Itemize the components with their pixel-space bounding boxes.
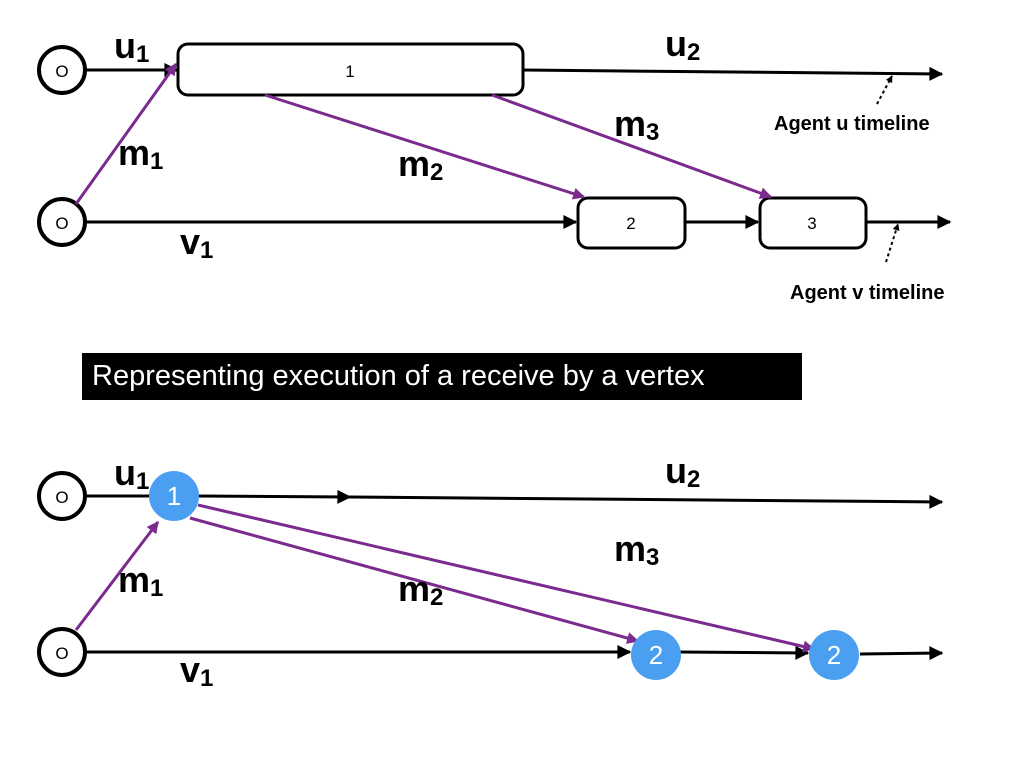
origin-u-bottom-label: O: [55, 488, 68, 507]
message-m1-bottom: [74, 521, 160, 631]
v-between-segment-bottom: [679, 645, 810, 660]
message-m2-top: [264, 93, 586, 200]
vertex-3-label: 2: [827, 640, 841, 670]
vertex-2: [631, 630, 681, 680]
origin-u-top-label: O: [55, 62, 68, 81]
label-m2-top: m2: [398, 143, 443, 186]
label-v1-top: v1: [180, 221, 213, 264]
vertex-3: [809, 630, 859, 680]
u2-segment-bottom-a: [197, 489, 352, 504]
message-m2-bottom: [189, 516, 640, 644]
label-u2-top: u2: [665, 23, 700, 66]
vertex-2-label: 2: [649, 640, 663, 670]
message-m1-top: [74, 63, 178, 205]
agent-v-timeline-note: Agent v timeline: [790, 282, 944, 304]
label-m1-bottom: m1: [118, 559, 163, 602]
origin-v-top-label: O: [55, 214, 68, 233]
label-m2-bottom: m2: [398, 568, 443, 611]
label-m3-bottom: m3: [614, 528, 659, 571]
message-m3-bottom: [197, 503, 816, 653]
agent-v-pointer: [885, 223, 900, 263]
bottom-diagram: O O 1 2 2 u1 u2 m1 m2 m3 v1: [37, 450, 944, 692]
event-box-1: [176, 42, 525, 97]
event-box-2-label: 2: [626, 214, 635, 233]
event-box-3-label: 3: [807, 214, 816, 233]
vertex-1: [149, 471, 199, 521]
agent-u-timeline-note: Agent u timeline: [774, 113, 930, 135]
label-m3-top: m3: [614, 103, 659, 146]
caption-banner: Representing execution of a receive by a…: [82, 353, 802, 400]
label-u1-top: u1: [114, 25, 149, 68]
origin-v-bottom-label: O: [55, 644, 68, 663]
label-u1-bottom: u1: [114, 452, 149, 495]
top-diagram: O O 1 2 3 u1 u2 m1 m2 m3 v1 Agent u time…: [37, 23, 952, 304]
u2-segment-bottom-b: [349, 494, 944, 509]
label-v1-bottom: v1: [180, 649, 213, 692]
event-box-1-label: 1: [345, 62, 354, 81]
label-m1-top: m1: [118, 132, 163, 175]
agent-u-pointer: [876, 75, 893, 105]
u2-segment-top: [522, 66, 944, 81]
message-m3-top: [491, 93, 773, 199]
v-end-segment-bottom: [859, 646, 944, 661]
vertex-1-label: 1: [167, 481, 181, 511]
label-u2-bottom: u2: [665, 450, 700, 493]
